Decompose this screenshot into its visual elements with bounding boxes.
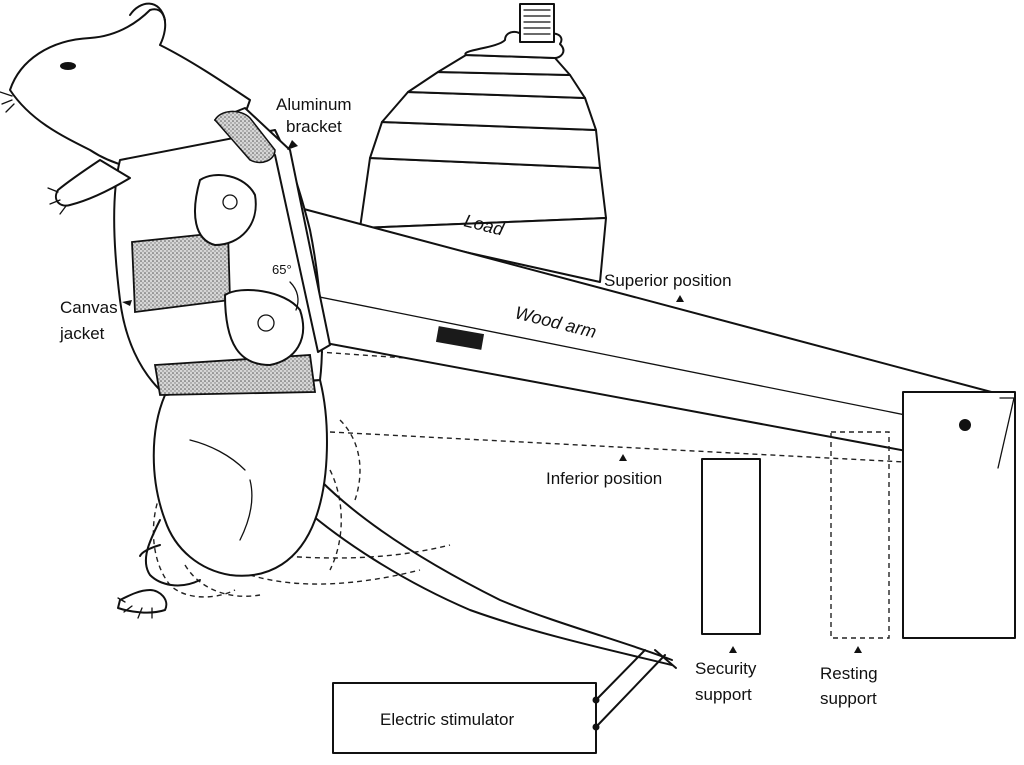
pivot-pin — [959, 419, 971, 431]
electric-stimulator-label: Electric stimulator — [380, 710, 514, 729]
pointer-arrows — [122, 140, 862, 653]
security-support-label-2: support — [695, 685, 752, 704]
rat-figure — [0, 2, 677, 669]
resting-support-label-1: Resting — [820, 664, 878, 683]
pivot-block — [902, 391, 1016, 639]
resting-support-label-2: support — [820, 689, 877, 708]
wood-arm — [249, 207, 1015, 469]
resting-support — [830, 431, 890, 639]
load-stack — [356, 3, 607, 283]
security-support — [701, 458, 761, 635]
aluminum-bracket-label-1: Aluminum — [276, 95, 352, 114]
canvas-jacket-label-1: Canvas — [60, 298, 118, 317]
arm-clamp — [435, 326, 485, 350]
aluminum-bracket-plate — [214, 110, 276, 164]
aluminum-bracket-label-2: bracket — [286, 117, 342, 136]
superior-position-label: Superior position — [604, 271, 732, 290]
inferior-position-label: Inferior position — [546, 469, 662, 488]
angle-label: 65° — [272, 262, 292, 277]
electric-stimulator — [332, 649, 666, 754]
canvas-jacket-label-2: jacket — [59, 324, 105, 343]
security-support-label-1: Security — [695, 659, 757, 678]
